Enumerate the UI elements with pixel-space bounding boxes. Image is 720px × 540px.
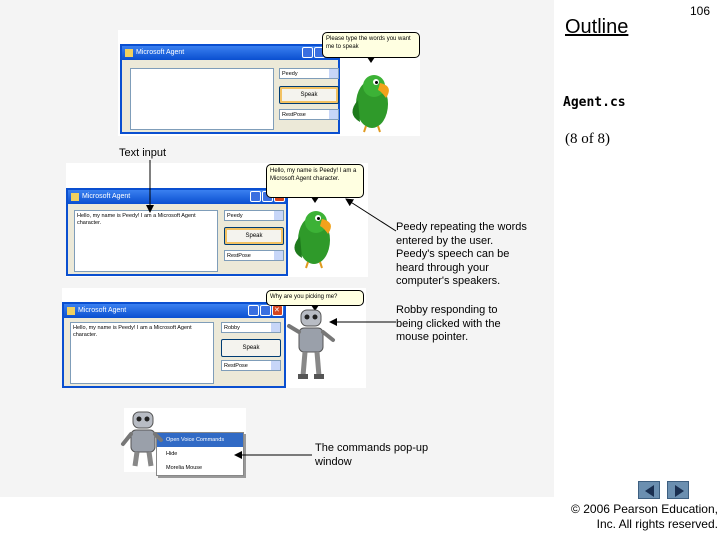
peedy-parrot-icon[interactable]: [294, 211, 331, 269]
window-title: Microsoft Agent: [136, 49, 185, 56]
window-title: Microsoft Agent: [78, 307, 127, 314]
agent-window-2: Microsoft Agent Hello, my name is Peedy!…: [66, 188, 288, 276]
callout-line: The commands pop-up: [315, 442, 429, 454]
triangle-right-icon[interactable]: [667, 481, 689, 499]
robby-robot-icon[interactable]: [287, 309, 335, 379]
pose-combo[interactable]: RestPose: [221, 360, 281, 371]
slide-count: (8 of 8): [565, 131, 610, 147]
callout-line: window: [315, 455, 352, 468]
character-combo[interactable]: Robby: [221, 322, 281, 333]
maximize-button[interactable]: [260, 305, 271, 316]
callout-line: being clicked with the: [396, 317, 501, 330]
speak-button[interactable]: Speak: [279, 86, 339, 104]
screenshot-4: Open Voice Commands Window Hide Morelia …: [124, 408, 246, 476]
agent-window-1: Microsoft Agent Peedy Speak RestPose: [120, 44, 340, 134]
pose-combo[interactable]: RestPose: [224, 250, 284, 261]
callout-line: computer's speakers.: [396, 275, 501, 287]
window-title: Microsoft Agent: [82, 193, 131, 200]
callout-line: entered by the user.: [396, 234, 494, 247]
speech-bubble-robby: Why are you picking me?: [266, 290, 364, 311]
commands-popup-menu: Open Voice Commands Window Hide Morelia …: [156, 432, 244, 476]
content-pane: Microsoft Agent Peedy Speak RestPose Ple…: [0, 0, 554, 497]
robby-robot-icon[interactable]: [121, 411, 163, 467]
callout-line: Robby responding to: [396, 304, 498, 316]
speech-text-input[interactable]: [130, 68, 274, 130]
speech-bubble-repeat: Hello, my name is Peedy! I am a Microsof…: [266, 164, 364, 203]
pose-combo[interactable]: RestPose: [279, 109, 339, 120]
callout-line: Peedy's speech can be: [396, 248, 510, 260]
file-name: Agent.cs: [563, 95, 626, 110]
screenshot-2: Microsoft Agent Hello, my name is Peedy!…: [66, 163, 368, 277]
minimize-button[interactable]: [250, 191, 261, 202]
callout-peedy-repeat: Peedy repeating the words entered by the…: [396, 221, 527, 289]
window-titlebar: Microsoft Agent: [122, 46, 338, 60]
copyright-line: © 2006 Pearson Education,: [571, 502, 718, 516]
menu-item-character-name[interactable]: Morelia Mouse: [166, 465, 203, 471]
outline-sidebar: [554, 0, 720, 540]
menu-item-open-voice-commands[interactable]: Open Voice Commands Window: [157, 433, 243, 457]
callout-popup: The commands pop-up window: [315, 442, 428, 469]
copyright: © 2006 Pearson Education, Inc. All right…: [556, 502, 718, 532]
speech-text-input[interactable]: Hello, my name is Peedy! I am a Microsof…: [74, 210, 218, 272]
callout-line: mouse pointer.: [396, 331, 469, 343]
callout-arrow: [345, 198, 397, 232]
peedy-parrot-icon[interactable]: [352, 75, 389, 133]
speech-text-input[interactable]: Hello, my name is Peedy! I am a Microsof…: [70, 322, 214, 384]
speak-button[interactable]: Speak: [221, 339, 281, 357]
minimize-button[interactable]: [248, 305, 259, 316]
character-combo[interactable]: Peedy: [279, 68, 339, 79]
character-combo[interactable]: Peedy: [224, 210, 284, 221]
speak-button[interactable]: Speak: [224, 227, 284, 245]
minimize-button[interactable]: [302, 47, 313, 58]
copyright-line: Inc. All rights reserved.: [596, 517, 718, 531]
triangle-left-icon[interactable]: [638, 481, 660, 499]
callout-line: Peedy repeating the words: [396, 221, 527, 233]
outline-title[interactable]: Outline: [565, 16, 629, 38]
page-number: 106: [690, 4, 711, 18]
callout-robby-click: Robby responding to being clicked with t…: [396, 304, 501, 345]
menu-item-hide[interactable]: Hide: [166, 451, 178, 457]
screenshot-3: Microsoft Agent Hello, my name is Peedy!…: [62, 288, 366, 388]
speech-bubble-prompt: Please type the words you want me to spe…: [322, 32, 420, 63]
window-titlebar: Microsoft Agent: [64, 304, 284, 318]
callout-text-input: Text input: [119, 147, 167, 159]
agent-window-3: Microsoft Agent Hello, my name is Peedy!…: [62, 302, 286, 388]
callout-line: heard through your: [396, 261, 489, 274]
